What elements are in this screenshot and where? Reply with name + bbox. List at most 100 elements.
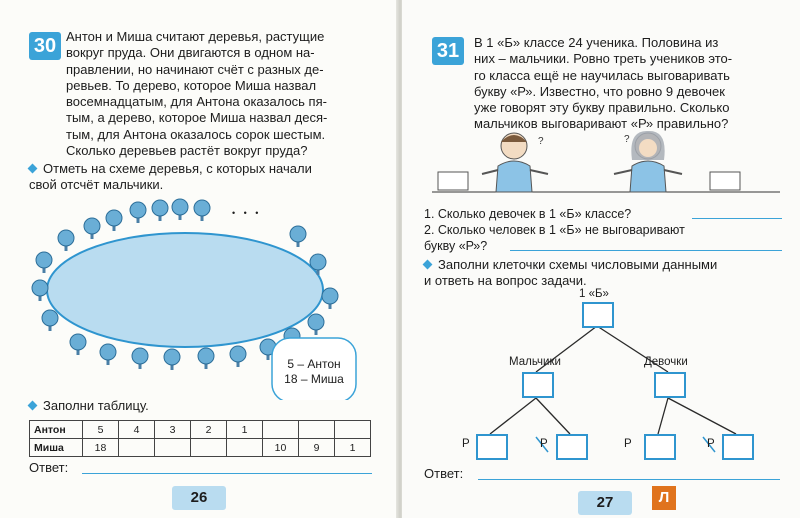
tree-icon <box>41 309 59 331</box>
answer-line[interactable] <box>692 218 782 219</box>
text-line: правлении, но начинают счёт с разных де- <box>66 61 324 77</box>
text-line: и ответь на вопрос задачи. <box>424 273 587 289</box>
text-line: букву «Р». Известно, что ровно 9 девочек <box>474 83 725 99</box>
table-cell[interactable] <box>190 438 227 457</box>
girls-label: Девочки <box>644 356 688 368</box>
pond <box>46 232 324 348</box>
tree-icon <box>197 347 215 369</box>
svg-text:?: ? <box>624 134 630 145</box>
table-cell[interactable]: 1 <box>334 438 371 457</box>
answer-line[interactable] <box>510 250 782 251</box>
row-header: Миша <box>29 438 83 457</box>
table-cell[interactable] <box>298 420 335 439</box>
left-page: 30 Антон и Миша считают деревья, растущи… <box>0 0 398 518</box>
tree-icon <box>69 333 87 355</box>
answer-line[interactable] <box>82 473 372 474</box>
table-cell[interactable]: 2 <box>190 420 227 439</box>
boys-r-box[interactable] <box>476 434 508 460</box>
callout-line: 18 – Миша <box>284 372 344 386</box>
task-fill-table: Заполни таблицу. <box>27 398 149 414</box>
tree-icon <box>171 198 189 220</box>
question-2: 2. Сколько человек в 1 «Б» не выговарива… <box>424 222 780 254</box>
text-line: Отметь на схеме деревья, с которых начал… <box>43 161 312 176</box>
boys-no-r-box[interactable] <box>556 434 588 460</box>
children-illustration: ? ? <box>432 130 780 193</box>
text-line: тым, а дерево, которое Миша назвал деся- <box>66 110 328 126</box>
tree-icon <box>229 345 247 367</box>
table-cell[interactable] <box>154 438 191 457</box>
table-cell[interactable] <box>262 420 299 439</box>
text-line: вокруг пруда. Они двигаются в одном на- <box>66 45 315 61</box>
root-label: 1 «Б» <box>579 288 609 300</box>
text-line: мальчиков выговаривают «Р» правильно? <box>474 116 729 132</box>
boy-figure: ? <box>481 132 549 193</box>
root-input-box[interactable] <box>582 302 614 328</box>
tree-icon <box>105 209 123 231</box>
leaf-label-crossed: Р <box>707 438 715 450</box>
pond-diagram <box>31 198 357 400</box>
text-line: го класса ещё не научилась выговаривать <box>474 67 730 83</box>
tree-icon <box>307 313 325 335</box>
answer-label: Ответ: <box>424 466 464 481</box>
girls-input-box[interactable] <box>654 372 686 398</box>
right-page: 31 В 1 «Б» классе 24 ученика. Половина и… <box>402 0 800 518</box>
table-cell[interactable] <box>334 420 371 439</box>
text-line: Антон и Миша считают деревья, растущие <box>66 29 325 44</box>
row-header: Антон <box>29 420 83 439</box>
problem-31-text: В 1 «Б» классе 24 ученика. Половина из н… <box>474 35 778 133</box>
problem-number-badge: 30 <box>29 32 61 60</box>
task-label: Заполни таблицу. <box>43 398 149 413</box>
tree-icon <box>31 279 49 301</box>
tree-icon <box>321 287 339 309</box>
tree-icon <box>193 199 211 221</box>
question-1: 1. Сколько девочек в 1 «Б» классе? <box>424 207 632 221</box>
text-line: 2. Сколько человек в 1 «Б» не выговарива… <box>424 223 685 237</box>
answer-line[interactable] <box>478 479 780 480</box>
text-line: Заполни клеточки схемы числовыми данными <box>438 257 718 272</box>
tree-icon <box>309 253 327 275</box>
text-line: восемнадцатым, для Антона оказалось пя- <box>66 94 327 110</box>
callout-line: 5 – Антон <box>287 357 341 371</box>
svg-text:?: ? <box>538 136 544 147</box>
text-line: ревьев. То дерево, которое Миша назвал <box>66 77 317 93</box>
girl-figure: ? <box>613 130 683 193</box>
table-cell[interactable]: 10 <box>262 438 299 457</box>
table-cell[interactable] <box>226 438 263 457</box>
callout-text: 5 – Антон 18 – Миша <box>277 357 351 387</box>
counting-table: Антон 5 4 3 2 1 Миша 18 10 9 1 <box>29 420 371 457</box>
tree-icon <box>289 225 307 247</box>
tree-icon <box>163 348 181 370</box>
callout-box <box>271 337 357 400</box>
table-cell[interactable]: 9 <box>298 438 335 457</box>
table-cell[interactable]: 3 <box>154 420 191 439</box>
text-line: В 1 «Б» классе 24 ученика. Половина из <box>474 35 719 50</box>
book-spine <box>396 0 404 518</box>
tree-icon <box>129 201 147 223</box>
tree-icon <box>83 217 101 239</box>
page-number: 26 <box>172 486 226 510</box>
table-cell[interactable] <box>118 438 155 457</box>
table-row: Антон 5 4 3 2 1 <box>29 420 371 439</box>
boys-input-box[interactable] <box>522 372 554 398</box>
girls-r-box[interactable] <box>644 434 676 460</box>
trees-group <box>31 198 339 370</box>
task-instruction: Заполни клеточки схемы числовыми данными… <box>422 257 780 290</box>
text-line: Сколько деревьев растёт вокруг пруда? <box>66 143 308 159</box>
table-cell[interactable]: 4 <box>118 420 155 439</box>
girls-no-r-box[interactable] <box>722 434 754 460</box>
tree-icon <box>57 229 75 251</box>
leaf-label: Р <box>624 438 632 450</box>
answer-label: Ответ: <box>29 460 69 475</box>
table-cell[interactable]: 18 <box>82 438 119 457</box>
tree-icon <box>131 347 149 369</box>
tree-icon <box>151 199 169 221</box>
table-row: Миша 18 10 9 1 <box>29 438 371 457</box>
leaf-label-crossed: Р <box>540 438 548 450</box>
table-cell[interactable]: 1 <box>226 420 263 439</box>
table-cell[interactable]: 5 <box>82 420 119 439</box>
text-line: букву «Р»? <box>424 239 488 253</box>
leaf-label: Р <box>462 438 470 450</box>
publisher-logo: Л <box>652 486 676 510</box>
text-line: свой отсчёт мальчики. <box>29 177 164 193</box>
problem-number-badge: 31 <box>432 37 464 65</box>
